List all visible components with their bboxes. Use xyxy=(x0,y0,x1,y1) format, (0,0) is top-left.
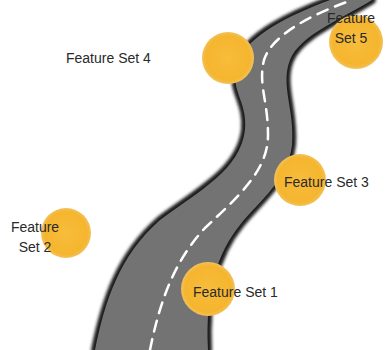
feature-set-node: Feature Set 3 xyxy=(284,172,385,192)
feature-circle-fill xyxy=(202,32,254,84)
feature-set-label: Feature Set 1 xyxy=(193,282,313,302)
feature-circle xyxy=(198,28,258,88)
feature-set-node: Feature Set 4 xyxy=(66,48,206,68)
feature-set-label: Feature Set 3 xyxy=(284,172,385,192)
feature-set-node: Feature Set 5 xyxy=(318,8,384,48)
feature-set-label: Feature Set 4 xyxy=(66,48,206,68)
feature-set-label: Feature Set 5 xyxy=(318,8,384,48)
feature-set-node: Feature Set 1 xyxy=(193,282,313,302)
feature-set-label: Feature Set 2 xyxy=(4,217,66,257)
feature-set-node: Feature Set 2 xyxy=(4,217,66,257)
